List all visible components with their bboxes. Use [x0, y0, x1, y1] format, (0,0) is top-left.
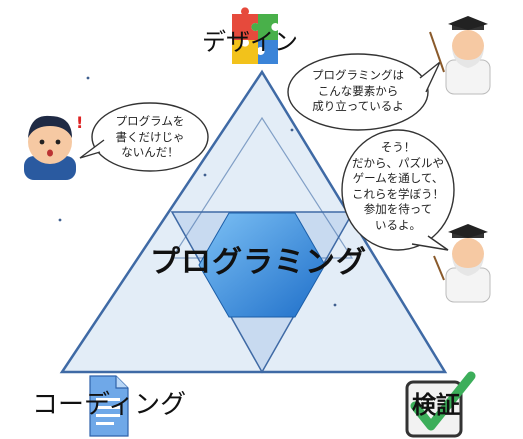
boy-line-3: ないんだ！: [121, 145, 179, 160]
boy-bubble: [91, 102, 209, 172]
teacher-bottom-line-6: いるよ。: [375, 217, 421, 232]
teacher-bottom-line-1: そう！: [380, 140, 416, 154]
label-coding: コーディング: [32, 390, 187, 420]
teacher-top-bubble: [287, 53, 429, 131]
teacher-top-line-3: 成り立っているよ: [312, 99, 404, 114]
boy-icon: !: [24, 113, 83, 180]
teacher-bottom-line-4: これらを学ぼう！: [352, 186, 444, 201]
label-design: デザイン: [202, 28, 298, 56]
label-programming: プログラミング: [150, 245, 367, 280]
boy-line-2: 書くだけじゃ: [115, 129, 185, 144]
professor-icon: [429, 16, 491, 95]
teacher-bottom-bubble-text: そう！ だから、パズルや ゲームを通して、 これらを学ぼう！ 参加を待って いる…: [346, 140, 450, 233]
center-hexagon: [198, 212, 326, 318]
teacher-bottom-line-3: ゲームを通して、: [352, 171, 444, 186]
teacher-bottom-line-5: 参加を待って: [363, 202, 433, 217]
svg-text:!: !: [76, 113, 83, 132]
teacher-top-bubble-text: プログラミングは こんな要素から 成り立っているよ: [294, 68, 422, 115]
boy-line-1: プログラムを: [115, 114, 185, 128]
teacher-top-line-2: こんな要素から: [317, 83, 399, 98]
boy-bubble-text: プログラムを 書くだけじゃ ないんだ！: [96, 114, 204, 161]
document-icon: [89, 375, 129, 437]
puzzle-icon: [232, 7, 278, 64]
teacher-bottom-bubble: [341, 129, 455, 251]
teacher-bottom-line-2: だから、パズルや: [352, 155, 444, 170]
teacher-top-line-1: プログラミングは: [312, 68, 404, 82]
teacher-bottom-bubble-tail: [411, 235, 449, 251]
boy-bubble-tail: [79, 139, 105, 159]
label-verification: 検証: [412, 391, 460, 419]
professor-icon-bottom: [433, 224, 491, 303]
checkbox-icon: [405, 371, 476, 438]
